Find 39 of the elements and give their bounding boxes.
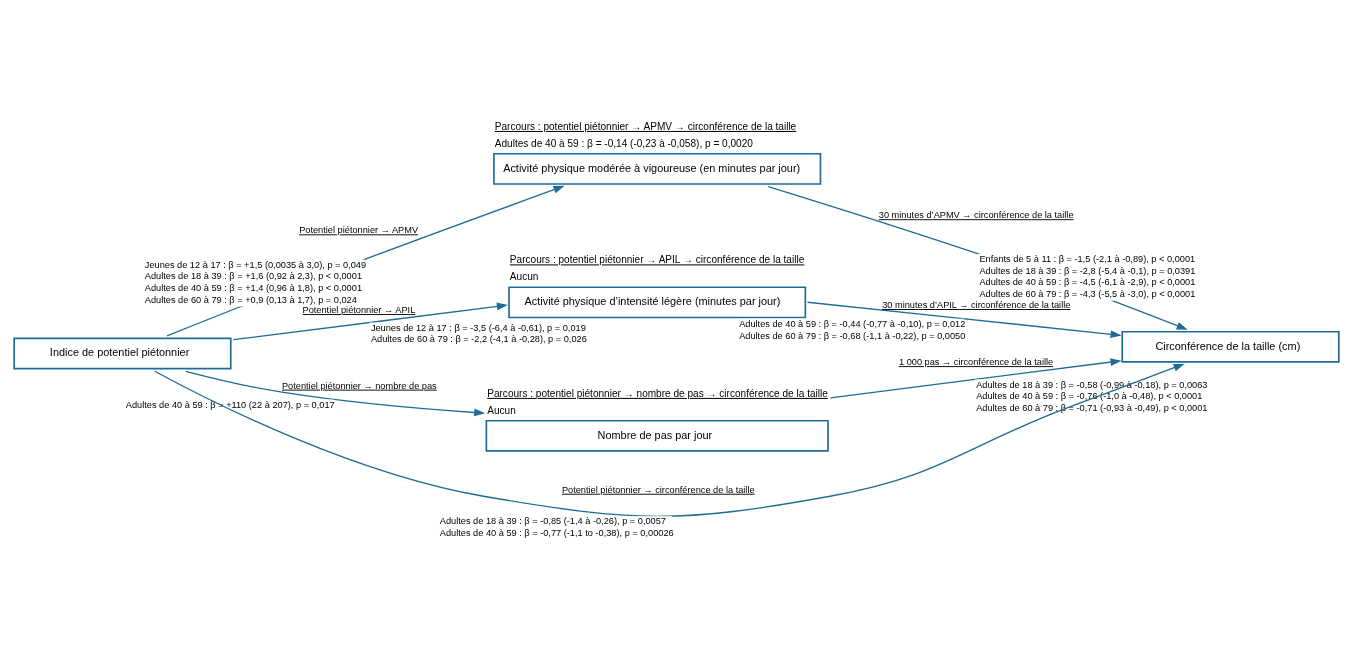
node-box: Circonférence de la taille (cm) <box>1121 330 1340 363</box>
label: Adultes de 18 à 39 : β = -0,58 (-0,99 à -0,18), p = 0,0063 <box>976 379 1208 390</box>
edge-label: 30 minutes d’APIL → circonférence de la taille <box>882 299 1071 310</box>
label: Enfants de 5 à 11 : β = -1,5 (-2,1 à -0,89), p < 0,0001 <box>979 253 1196 264</box>
label: Adultes de 18 à 39 : β = +1,6 (0,92 à 2,3), p < 0,0001 <box>144 270 363 281</box>
node-box: Activité physique modérée à vigoureuse (en minutes par jour) <box>493 152 822 185</box>
edge-label: 1 000 pas → circonférence de la taille <box>898 356 1054 367</box>
node-box: Nombre de pas par jour <box>485 419 829 452</box>
label: Adultes de 40 à 59 : β = -0,76 (-1,0 à -0,48), p < 0,0001 <box>976 390 1203 401</box>
node-label: Parcours : potentiel piétonnier → nombre de pas → circonférence de la taille <box>487 387 828 399</box>
label: Adultes de 40 à 59 : β = -4,5 (-6,1 à -2,9), p < 0,0001 <box>979 276 1196 287</box>
label: Adultes de 18 à 39 : β = -0,85 (-1,4 à -0,26), p = 0,0057 <box>439 515 666 526</box>
label: Adultes de 40 à 59 : β = -0,77 (-1,1 to -0,38), p = 0,00026 <box>439 527 674 538</box>
node-label: Parcours : potentiel piétonnier → APIL → circonférence de la taille <box>509 253 805 265</box>
label: Jeunes de 12 à 17 : β = +1,5 (0,0035 à 3,0), p = 0,049 <box>144 259 367 270</box>
label: Adultes de 60 à 79 : β = -0,68 (-1,1 à -0,22), p = 0,0050 <box>739 330 966 341</box>
edge-label: Potentiel piétonnier → circonférence de la taille <box>561 484 755 495</box>
edge-label: Potentiel piétonnier → APIL <box>302 304 416 315</box>
edge-label: Potentiel piétonnier → APMV <box>299 224 419 235</box>
node-label: Aucun <box>487 404 516 416</box>
label: Adultes de 40 à 59 : β = +1,4 (0,96 à 1,8), p < 0,0001 <box>144 282 363 293</box>
arrow <box>806 301 1122 338</box>
label: Adultes de 40 à 59 : β = -0,44 (-0,77 à -0,10), p = 0,012 <box>739 318 966 329</box>
node-label: Parcours : potentiel piétonnier → APMV → circonférence de la taille <box>494 120 797 132</box>
edge-label: 30 minutes d’APMV → circonférence de la taille <box>878 209 1074 220</box>
edge-label: Potentiel piétonnier → nombre de pas <box>281 380 437 391</box>
node-label: Adultes de 40 à 59 : β = -0,14 (-0,23 à -0,058), p = 0,0020 <box>494 137 753 149</box>
arrow <box>154 363 1185 517</box>
arrow <box>232 302 508 340</box>
arrow <box>829 357 1122 398</box>
label: Adultes de 60 à 79 : β = -2,2 (-4,1 à -0,28), p = 0,026 <box>370 333 587 344</box>
node-box: Indice de potentiel piétonnier <box>13 337 232 369</box>
node-label: Aucun <box>509 270 539 282</box>
label: Adultes de 60 à 79 : β = -4,3 (-5,5 à -3,0), p < 0,0001 <box>979 288 1196 299</box>
label: Jeunes de 12 à 17 : β = -3,5 (-6,4 à -0,61), p = 0,019 <box>370 322 586 333</box>
label: Adultes de 60 à 79 : β = +0,9 (0,13 à 1,7), p = 0,024 <box>144 294 357 305</box>
node-box: Activité physique d’intensité légère (minutes par jour) <box>508 285 807 318</box>
arrow <box>185 370 486 416</box>
label: Adultes de 18 à 39 : β = -2,8 (-5,4 à -0,1), p = 0,0391 <box>979 265 1196 276</box>
